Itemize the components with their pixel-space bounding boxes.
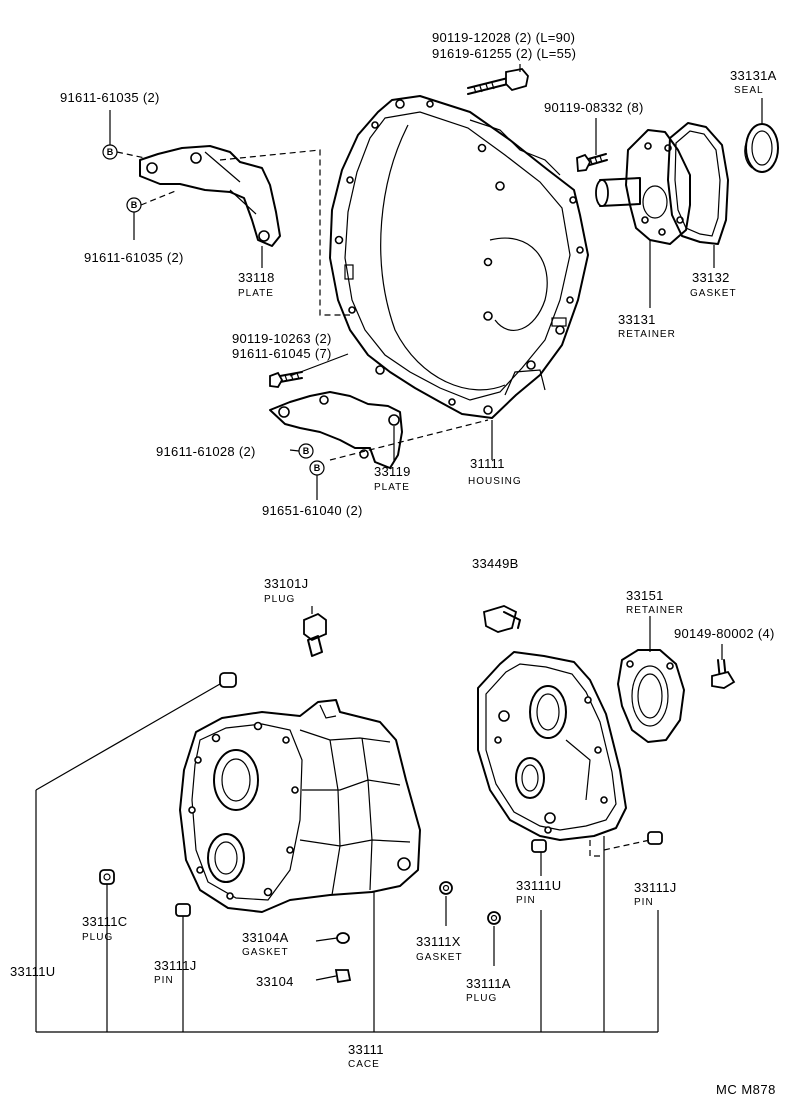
pin-33111J-right: [647, 831, 663, 845]
callout-plate-33118: PLATE: [238, 288, 274, 299]
upper-leader-lines: [109, 64, 763, 500]
bolt-marker-b: B: [298, 443, 314, 459]
callout-33111X: 33111X: [416, 934, 461, 949]
retainer-33131: [595, 129, 691, 245]
bolt-marker-b: B: [126, 197, 142, 213]
callout-90119-08332: 90119-08332 (8): [544, 100, 644, 115]
callout-33111C: 33111C: [82, 914, 127, 929]
transmission-case-33111: [179, 699, 421, 913]
callout-33132: 33132: [692, 270, 730, 285]
diagram-code: MC M878: [716, 1082, 776, 1097]
bracket-33449B: [482, 605, 521, 633]
callout-91611-61045: 91611-61045 (7): [232, 346, 332, 361]
seal-33131A: [744, 123, 779, 173]
callout-33104A: 33104A: [242, 930, 289, 945]
callout-33151: 33151: [626, 588, 664, 603]
retainer-33151: [617, 649, 685, 743]
callout-33111U-right: 33111U: [516, 878, 561, 893]
plug-33111C: [99, 869, 115, 885]
callout-gasket-33111X: GASKET: [416, 952, 463, 963]
callout-plate-33119: PLATE: [374, 482, 410, 493]
callout-33119: 33119: [374, 464, 411, 479]
gasket-33104A: [336, 932, 350, 944]
callout-plug-33111A: PLUG: [466, 993, 497, 1004]
callout-91611-61035-bottom: 91611-61035 (2): [84, 250, 184, 265]
callout-33111J-left: 33111J: [154, 958, 197, 973]
callout-33104: 33104: [256, 974, 294, 989]
callout-plug-33111C: PLUG: [82, 932, 113, 943]
bolt-marker-b: B: [309, 460, 325, 476]
callout-91651-61040: 91651-61040 (2): [262, 503, 363, 518]
gasket-33111X: [439, 881, 453, 895]
callout-33111: 33111: [348, 1042, 384, 1057]
extension-housing: [477, 651, 627, 841]
lower-leader-lines: [35, 606, 723, 1033]
callout-90119-12028: 90119-12028 (2) (L=90): [432, 30, 575, 45]
callout-plug-33101J: PLUG: [264, 594, 295, 605]
callout-90119-10263: 90119-10263 (2): [232, 331, 332, 346]
pin-dowel: [219, 672, 237, 688]
callout-housing: HOUSING: [468, 476, 522, 487]
bolt-90149-80002: [711, 659, 736, 689]
callout-91611-61035-top: 91611-61035 (2): [60, 90, 160, 105]
plate-33118: [139, 145, 281, 247]
plug-33104: [334, 969, 352, 984]
bolt-90119-08332: [576, 153, 608, 173]
plug-33101J: [303, 612, 327, 657]
callout-pin-33111J-left: PIN: [154, 975, 174, 986]
callout-33111U-left: 33111U: [10, 964, 55, 979]
callout-33131: 33131: [618, 312, 656, 327]
callout-retainer-33151: RETAINER: [626, 605, 684, 616]
callout-gasket-33104A: GASKET: [242, 947, 289, 958]
callout-91611-61028: 91611-61028 (2): [156, 444, 256, 459]
svg-text:B: B: [131, 200, 138, 210]
callout-33118: 33118: [238, 270, 275, 285]
guide-line-33118: [219, 149, 350, 316]
bolt-marker-b: B: [102, 144, 118, 160]
callout-pin-33111J-right: PIN: [634, 897, 654, 908]
guide-line-33119: [329, 419, 489, 461]
svg-text:B: B: [107, 147, 114, 157]
callout-gasket-33132: GASKET: [690, 288, 737, 299]
bolt-90119-10263: [269, 371, 303, 388]
plug-33111A: [487, 911, 501, 925]
callout-33449B: 33449B: [472, 556, 519, 571]
clutch-housing-31111: [329, 95, 589, 419]
bolt-90119-12028: [467, 68, 529, 95]
callout-retainer-33131: RETAINER: [618, 329, 676, 340]
svg-text:B: B: [314, 463, 321, 473]
callout-pin-33111U-right: PIN: [516, 895, 536, 906]
callout-33131A: 33131A: [730, 68, 777, 83]
callout-33111A: 33111A: [466, 976, 511, 991]
gasket-33132: [667, 122, 729, 245]
callout-seal: SEAL: [734, 85, 764, 96]
pin-33111U-right: [531, 839, 547, 853]
callout-31111: 31111: [470, 456, 505, 471]
svg-text:B: B: [303, 446, 310, 456]
plate-33119: [269, 391, 403, 469]
callout-33101J: 33101J: [264, 576, 308, 591]
callout-33111J-right: 33111J: [634, 880, 677, 895]
callout-91619-61255: 91619-61255 (2) (L=55): [432, 46, 576, 61]
pin-33111J-left: [175, 903, 191, 917]
callout-case: CACE: [348, 1059, 380, 1070]
callout-90149-80002: 90149-80002 (4): [674, 626, 775, 641]
